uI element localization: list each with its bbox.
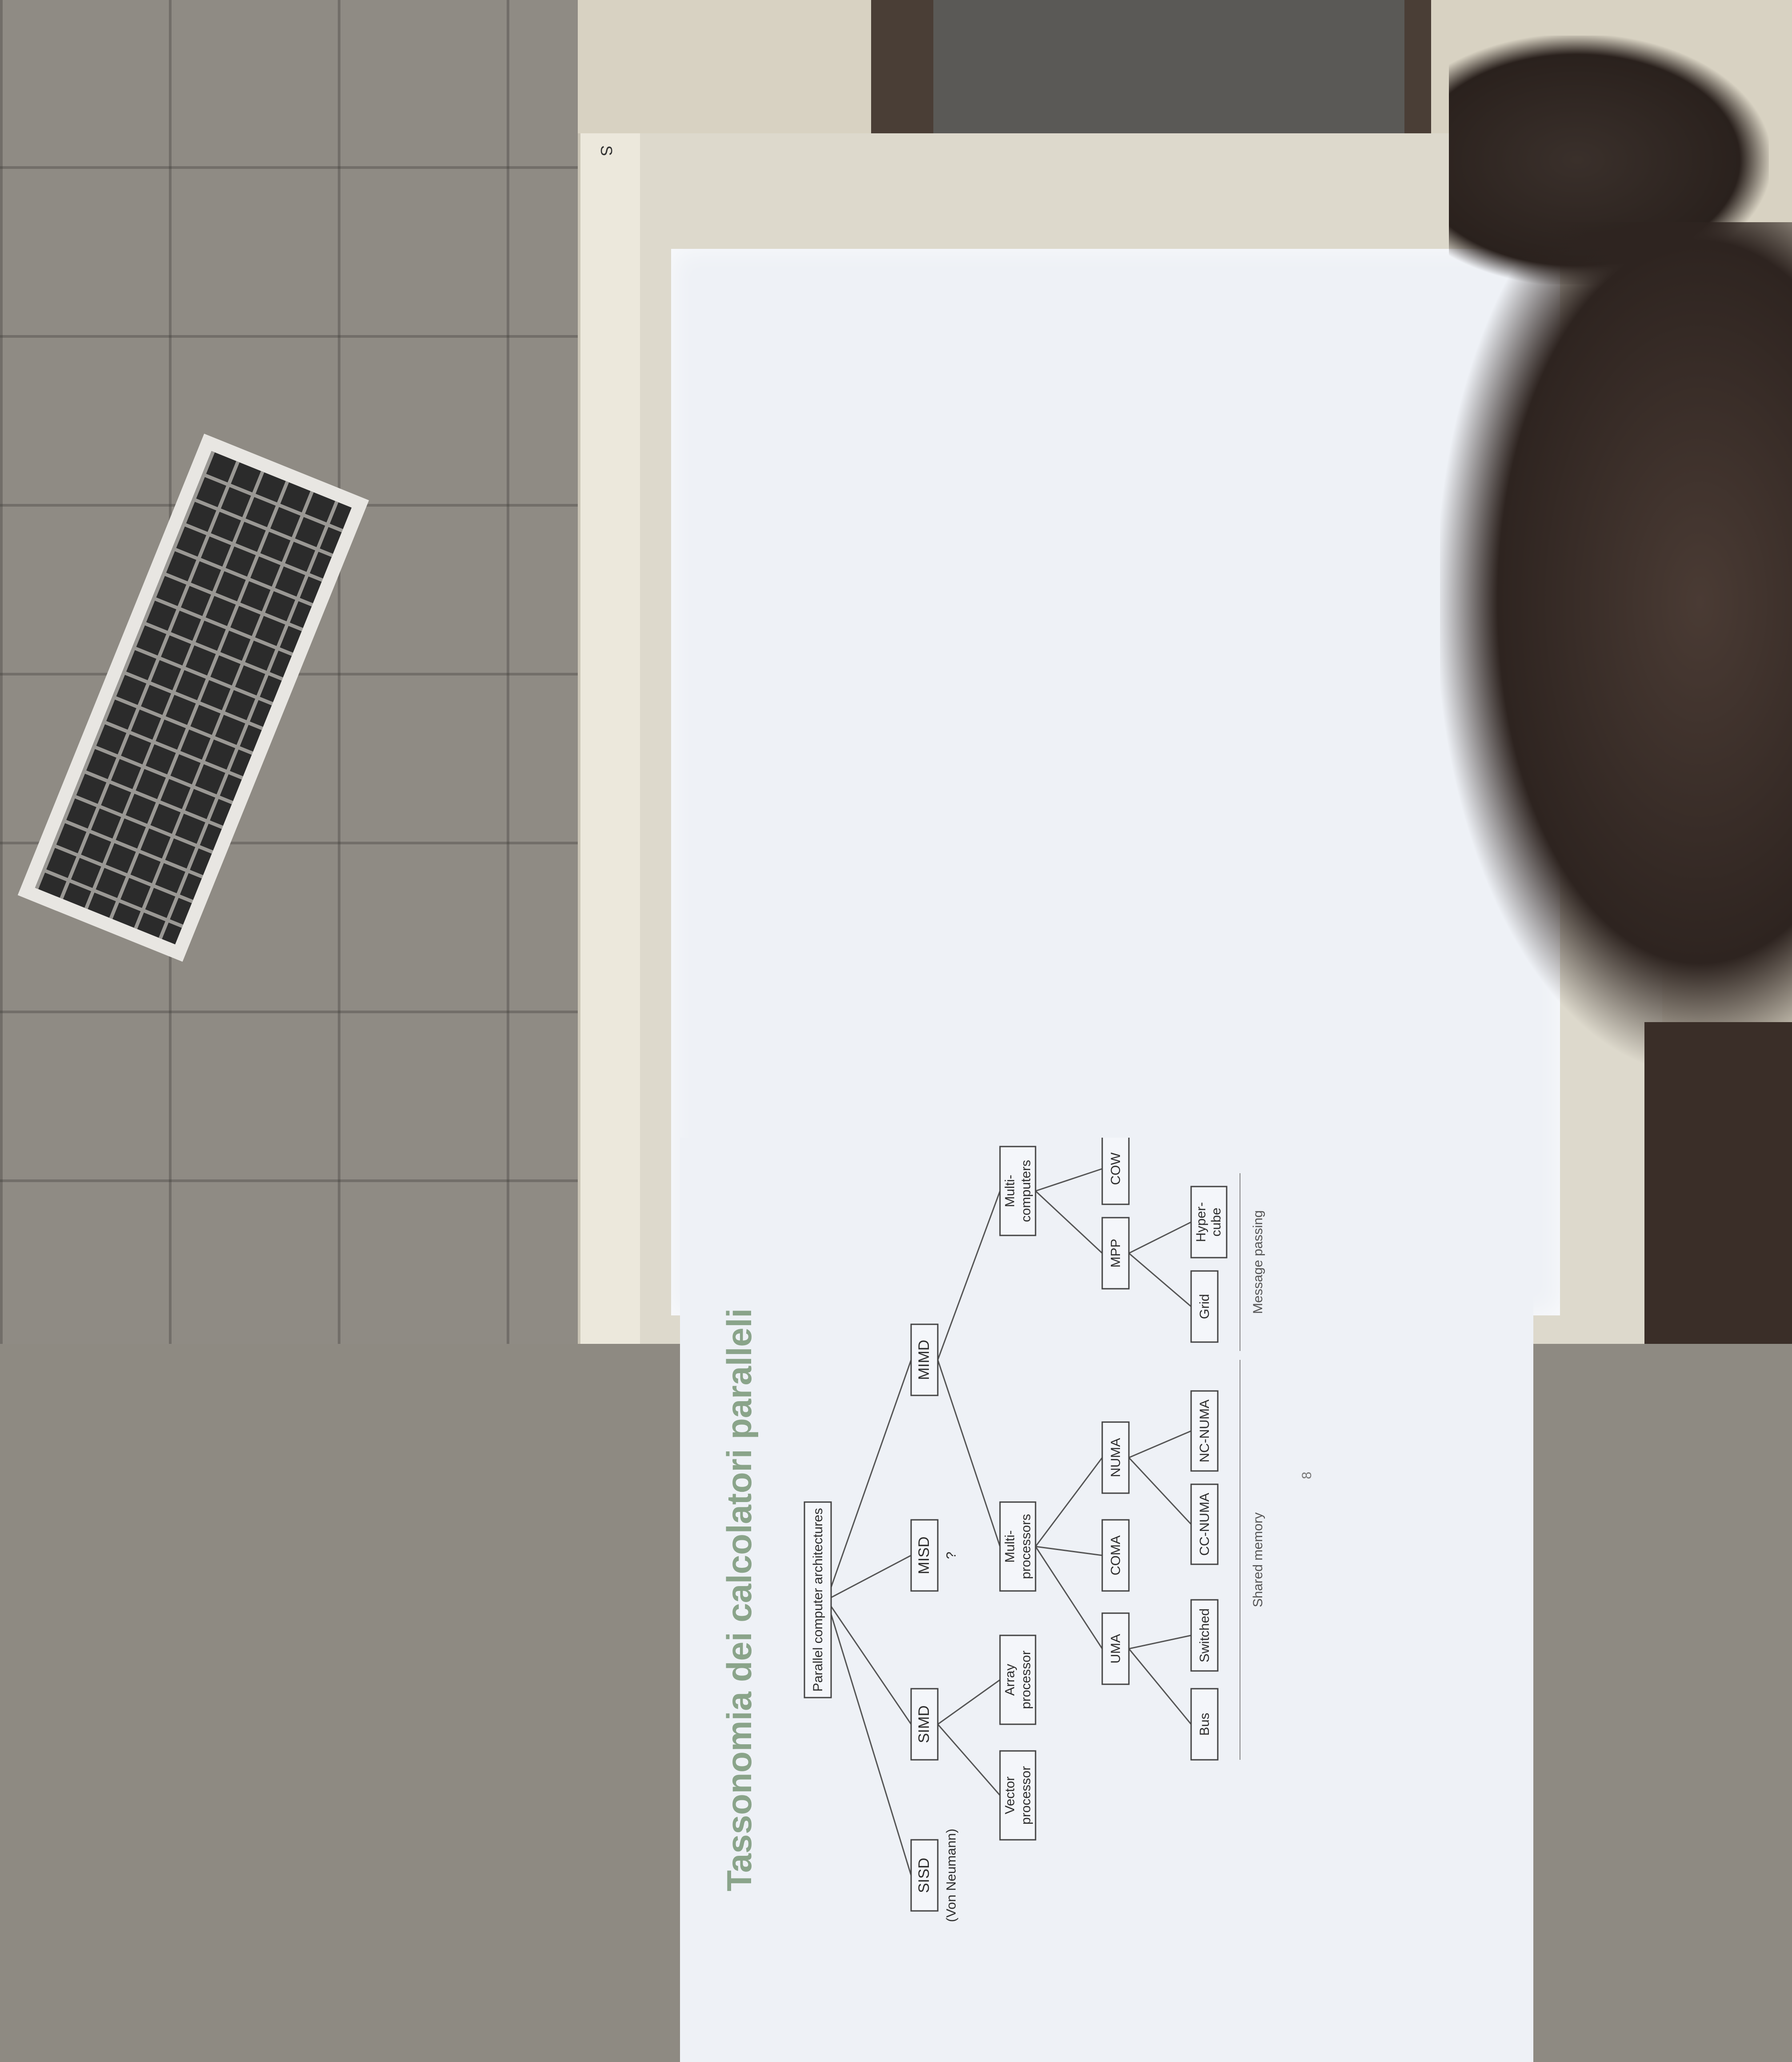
- bus-label: Bus: [1197, 1713, 1212, 1736]
- foreground-furniture: [1644, 1022, 1792, 1344]
- person-head-2: [1440, 222, 1792, 1067]
- slide-page-number: 8: [1300, 1472, 1314, 1479]
- von-neumann-label: (Von Neumann): [944, 1829, 959, 1922]
- hypercube-label-2: cube: [1209, 1207, 1224, 1236]
- question-mark: ?: [944, 1552, 959, 1559]
- nc-numa-label: NC-NUMA: [1197, 1399, 1212, 1463]
- array-label-1: Array: [1003, 1664, 1017, 1696]
- message-passing-label: Message passing: [1251, 1210, 1265, 1314]
- grid-label: Grid: [1197, 1294, 1212, 1319]
- cc-numa-label: CC-NUMA: [1197, 1493, 1212, 1556]
- sisd-label: SISD: [916, 1858, 932, 1893]
- numa-label: NUMA: [1108, 1438, 1123, 1477]
- mimd-label: MIMD: [916, 1340, 932, 1380]
- multiproc-label-2: processors: [1019, 1514, 1033, 1579]
- vector-label-2: processor: [1019, 1766, 1033, 1825]
- uma-label: UMA: [1108, 1634, 1123, 1664]
- root-label: Parallel computer architectures: [811, 1508, 825, 1692]
- projector-screen-casing: [578, 133, 643, 1344]
- mpp-label: MPP: [1108, 1239, 1123, 1267]
- simd-label: SIMD: [916, 1706, 932, 1743]
- grid-box: [1190, 1270, 1219, 1343]
- vector-label-1: Vector: [1003, 1776, 1017, 1814]
- multiproc-label-1: Multi-: [1003, 1530, 1017, 1562]
- slide-title: Tassonomia dei calcolatori paralleli: [720, 1308, 759, 1891]
- shared-memory-label: Shared memory: [1251, 1512, 1265, 1607]
- hypercube-label-1: Hyper-: [1194, 1202, 1208, 1242]
- switched-label: Switched: [1197, 1608, 1212, 1662]
- cow-label: COW: [1108, 1152, 1123, 1185]
- ceiling-tiles: [0, 0, 622, 1344]
- hypercube-box: [1190, 1186, 1228, 1259]
- misd-label: MISD: [916, 1537, 932, 1574]
- casing-label: S: [597, 145, 616, 156]
- multicomp-label-1: Multi-: [1003, 1175, 1017, 1207]
- slide: Tassonomia dei calcolatori paralleli: [680, 1138, 1533, 2062]
- cow-box: [1101, 1138, 1130, 1205]
- multicomputers-box: [999, 1146, 1036, 1236]
- array-label-2: processor: [1019, 1650, 1033, 1709]
- multicomp-label-2: computers: [1019, 1160, 1033, 1222]
- mpp-box: [1101, 1217, 1130, 1290]
- coma-label: COMA: [1108, 1535, 1123, 1575]
